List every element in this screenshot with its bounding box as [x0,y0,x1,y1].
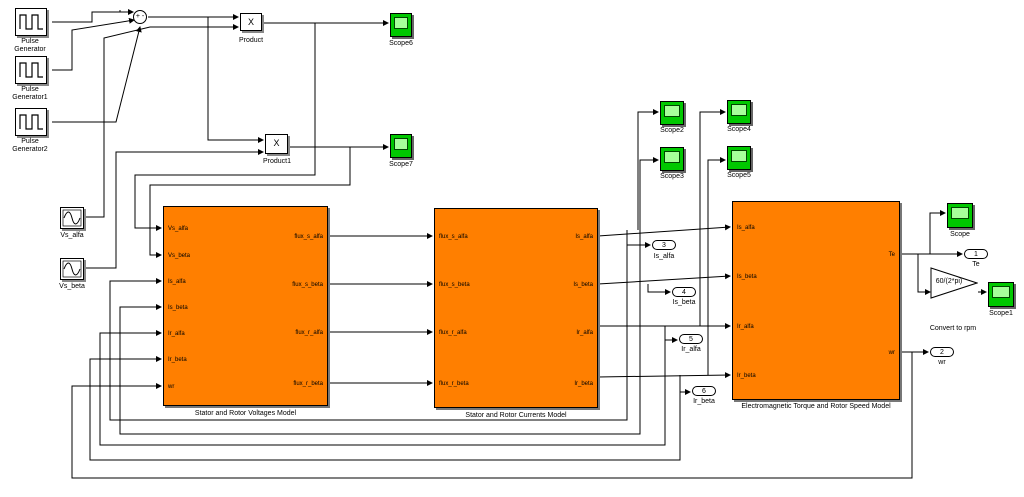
pulse-generator-block[interactable] [15,8,47,36]
port-out-flux-s-alfa: flux_s_alfa [294,234,323,240]
port-out-is-alfa: Is_alfa [575,234,593,240]
port-in-ir-alfa: Ir_alfa [168,331,185,337]
scope-screen-icon [394,138,408,150]
currents-model-block[interactable]: flux_s_alfa flux_s_beta flux_r_alfa flux… [434,208,598,408]
port-in-is-beta: Is_beta [737,274,757,280]
scope6-block[interactable] [390,13,412,37]
sine-wave-icon [62,209,82,227]
scope-screen-icon [394,17,408,29]
voltages-model-label: Stator and Rotor Voltages Model [194,410,297,417]
torque-model-block[interactable]: Is_alfa Is_beta Ir_alfa Ir_beta Te wr [732,201,900,400]
scope3-block[interactable] [660,147,684,171]
scope2-label: Scope2 [660,127,684,134]
gain-label: Convert to rpm [929,325,977,332]
product-label: Product [238,37,264,44]
scope-screen-icon [731,104,747,116]
sum-block[interactable]: + - [133,10,147,24]
pulse-generator1-block[interactable] [15,56,47,84]
port-in-vs-beta: Vs_beta [168,253,191,259]
product1-label: Product1 [262,158,292,165]
scope-label: Scope [950,231,970,238]
outport-2[interactable]: 2 [930,347,954,357]
port-out-flux-s-beta: flux_s_beta [292,282,323,288]
scope5-block[interactable] [727,146,751,170]
outport-3-label: Is_alfa [653,253,675,260]
port-out-wr: wr [888,350,895,356]
pulse-wave-icon [19,114,43,130]
scope-screen-icon [664,151,680,163]
port-in-flux-s-beta: flux_s_beta [439,282,470,288]
scope3-label: Scope3 [660,173,684,180]
scope4-label: Scope4 [727,126,751,133]
outport-1-label: Te [972,261,980,268]
gain-value: 60/(2*pi) [935,278,963,285]
outport-6-label: Ir_beta [693,398,715,405]
scope1-label: Scope1 [989,310,1013,317]
port-out-ir-alfa: Ir_alfa [576,330,593,336]
pulse-generator2-block[interactable] [15,108,47,136]
scope-block[interactable] [947,203,973,228]
sine-wave-icon [62,260,82,278]
port-in-is-alfa: Is_alfa [737,225,755,231]
port-out-ir-beta: Ir_beta [574,381,593,387]
scope6-label: Scope6 [389,40,413,47]
pulse-wave-icon [19,14,43,30]
gain-triangle-icon [930,267,978,299]
outport-4-label: Is_beta [672,299,696,306]
scope1-block[interactable] [988,282,1014,307]
port-in-flux-r-beta: flux_r_beta [439,381,469,387]
port-in-is-beta: Is_beta [168,305,188,311]
scope2-block[interactable] [660,101,684,125]
scope-screen-icon [992,286,1010,298]
product1-block[interactable]: X [265,134,288,154]
port-in-is-alfa: Is_alfa [168,279,186,285]
product-block[interactable]: X [240,13,262,31]
outport-5[interactable]: 5 [679,334,703,344]
outport-1[interactable]: 1 [964,249,988,259]
scope7-block[interactable] [390,134,412,158]
scope7-label: Scope7 [389,161,413,168]
vs-alfa-source-block[interactable] [60,207,84,229]
scope-screen-icon [731,150,747,162]
port-in-ir-beta: Ir_beta [737,373,756,379]
currents-model-label: Stator and Rotor Currents Model [465,412,567,419]
voltages-model-block[interactable]: Vs_alfa Vs_beta Is_alfa Is_beta Ir_alfa … [163,206,328,406]
port-in-vs-alfa: Vs_alfa [168,226,189,232]
scope-screen-icon [664,105,680,117]
port-out-is-beta: Is_beta [573,282,593,288]
port-out-flux-r-beta: flux_r_beta [293,381,323,387]
outport-4[interactable]: 4 [672,287,696,297]
outport-6[interactable]: 6 [692,386,716,396]
port-in-flux-s-alfa: flux_s_alfa [439,234,468,240]
gain-block[interactable]: 60/(2*pi) [930,267,978,299]
port-out-flux-r-alfa: flux_r_alfa [295,330,323,336]
outport-5-label: Ir_alfa [681,346,701,353]
torque-model-label: Electromagnetic Torque and Rotor Speed M… [741,403,891,410]
vs-beta-source-block[interactable] [60,258,84,280]
vs-beta-label: Vs_beta [59,283,85,290]
scope5-label: Scope5 [727,172,751,179]
port-in-flux-r-alfa: flux_r_alfa [439,330,467,336]
port-in-ir-alfa: Ir_alfa [737,324,754,330]
vs-alfa-label: Vs_alfa [60,232,84,239]
outport-2-label: wr [938,359,946,366]
pulse-wave-icon [19,62,43,78]
port-in-wr: wr [168,384,175,390]
port-in-ir-beta: Ir_beta [168,357,187,363]
scope-screen-icon [951,207,969,219]
outport-3[interactable]: 3 [652,240,676,250]
port-out-te: Te [888,252,895,258]
scope4-block[interactable] [727,100,751,124]
